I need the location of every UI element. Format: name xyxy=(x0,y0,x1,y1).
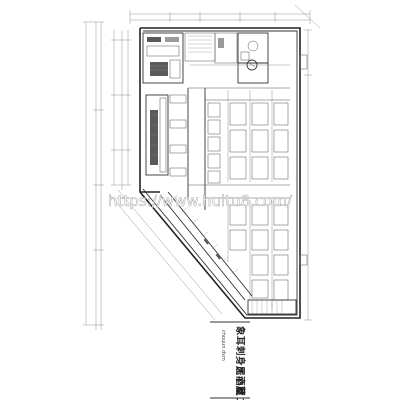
drawing-title-tail: え小蔵１ xyxy=(234,366,246,400)
drawing-subtitle: chouun dsm xyxy=(220,330,226,361)
title-block: 象耳刺身居酒屋 え小蔵１ chouun dsm xyxy=(210,321,250,404)
diagonal-counter xyxy=(159,191,253,301)
bar-counter xyxy=(145,94,187,177)
central-corridor xyxy=(187,64,290,210)
restroom-block xyxy=(237,32,269,84)
booth-seating-lower xyxy=(227,200,289,310)
diagonal-dimension xyxy=(109,189,223,321)
right-dimension-lines xyxy=(299,29,312,321)
entrance-stairs xyxy=(247,299,297,315)
booth-seating-upper xyxy=(207,90,289,184)
left-dimension-lines xyxy=(83,21,131,330)
top-dimension-lines xyxy=(129,4,321,29)
building-outline xyxy=(139,27,301,319)
kitchen-area xyxy=(142,32,238,84)
drawing-title-vertical: 象耳刺身居酒屋 xyxy=(234,326,246,396)
watermark-text: https://www.huitu8.com/ xyxy=(108,192,293,210)
